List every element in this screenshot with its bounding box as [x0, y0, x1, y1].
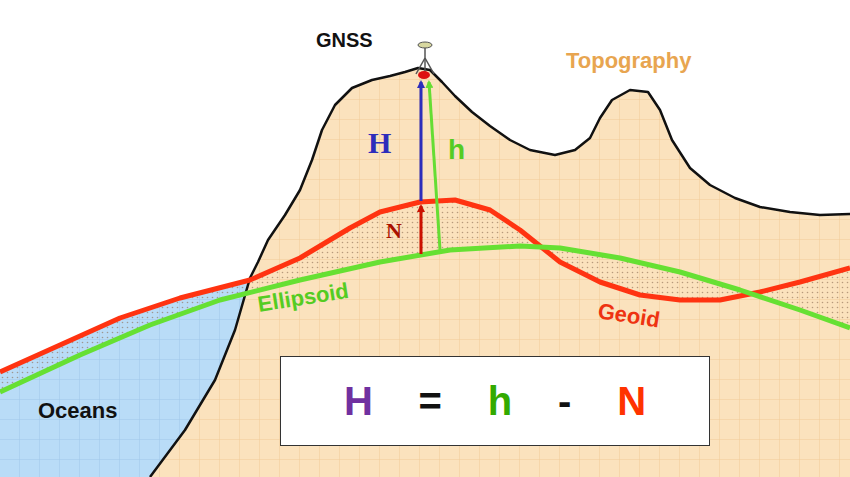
topography-line	[150, 68, 850, 477]
formula-term: -	[558, 381, 571, 421]
land	[150, 68, 850, 477]
symbol-label: h	[448, 136, 465, 164]
orthometric-height-arrow	[420, 82, 423, 201]
formula-term: N	[617, 381, 646, 421]
formula-term: =	[419, 381, 442, 421]
formula-term: H	[344, 381, 373, 421]
gnss-receiver-symbol	[416, 42, 434, 79]
ellipsoidal-height-arrow	[429, 82, 440, 250]
symbol-label: H	[368, 128, 391, 158]
symbol-label: N	[386, 220, 402, 242]
geoid-height-arrow	[420, 206, 423, 254]
topography-label: Topography	[566, 50, 691, 72]
formula-term: h	[488, 381, 512, 421]
formula-box: H = h - N	[280, 356, 710, 446]
receiver-label: GNSS	[316, 30, 373, 50]
region-label: Oceans	[38, 400, 118, 422]
